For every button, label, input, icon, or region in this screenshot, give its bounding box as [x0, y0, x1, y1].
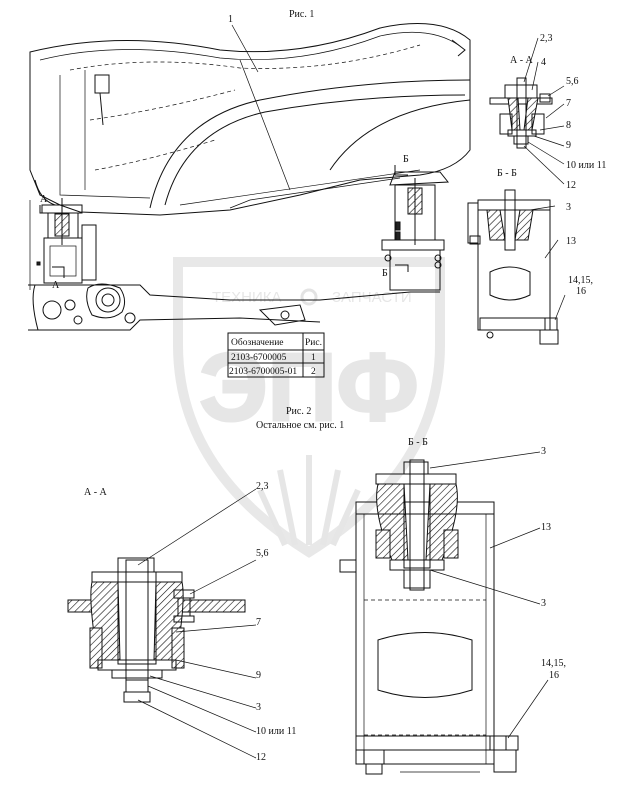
- table-cell-r1c2: 1: [311, 353, 316, 363]
- callout-top-4: 4: [541, 57, 546, 68]
- designation-table: Обозначение Рис. 2103-6700005 1 2103-670…: [227, 332, 325, 378]
- callout-top-7: 7: [566, 98, 571, 109]
- chassis-frame: [28, 283, 440, 331]
- callout-top-1011: 10 или 11: [566, 160, 606, 171]
- watermark-wheat-icon: [257, 455, 361, 547]
- watermark-gear-icon: [300, 288, 318, 306]
- callout-top-13: 13: [566, 236, 576, 247]
- cab-assembly: [29, 23, 471, 216]
- section-aa-large: А - А 2,3 5,6 7 9 3 1: [67, 481, 296, 763]
- callout-bottom-141516a: 14,15,: [541, 658, 566, 669]
- section-bb-large: Б - Б 3 13 3 1: [339, 437, 566, 775]
- figure1-caption: Рис. 1: [289, 9, 314, 20]
- callout-top-12: 12: [566, 180, 576, 191]
- left-support: А А: [29, 194, 97, 291]
- section-bb-small: Б - Б 3 13 14,15, 16: [467, 168, 593, 345]
- callout-bottom-141516b: 16: [549, 670, 559, 681]
- callout-bottom-7: 7: [256, 617, 261, 628]
- callout-top-141516a: 14,15,: [568, 275, 593, 286]
- table-header-designation: Обозначение: [231, 337, 284, 348]
- callout-bottom-12: 12: [256, 752, 266, 763]
- section-marker-b-bottom: Б: [382, 268, 388, 279]
- section-aa-large-title: А - А: [84, 487, 108, 498]
- right-support: Б Б: [381, 154, 449, 291]
- callout-bottom-13: 13: [541, 522, 551, 533]
- callout-top-56: 5,6: [566, 76, 579, 87]
- section-bb-large-title: Б - Б: [408, 437, 428, 448]
- table-header-fig: Рис.: [305, 338, 322, 348]
- table-cell-r2c1: 2103-6700005-01: [229, 367, 297, 377]
- watermark-big-text: ЭПФ: [199, 334, 418, 441]
- watermark: ТЕХНИКА ЗАПЧАСТИ ЭПФ: [173, 257, 445, 558]
- callout-top-23: 2,3: [540, 33, 553, 44]
- section-aa-small: А - А 2,3 4 5,6 7 8 9 10 или 11 12: [489, 33, 606, 191]
- section-marker-a-top: А: [40, 194, 48, 205]
- callout-top-8: 8: [566, 120, 571, 131]
- watermark-shield: [173, 257, 445, 558]
- figure2-note: Остальное см. рис. 1: [256, 420, 344, 431]
- callout-top-9: 9: [566, 140, 571, 151]
- table-cell-r1c1: 2103-6700005: [231, 353, 287, 363]
- section-marker-b-top: Б: [403, 154, 409, 165]
- callout-bottom-3-top: 3: [541, 446, 546, 457]
- callout-top-141516b: 16: [576, 286, 586, 297]
- callout-bottom-1011: 10 или 11: [256, 726, 296, 737]
- watermark-top-left: ТЕХНИКА: [212, 289, 282, 306]
- callout-bottom-23: 2,3: [256, 481, 269, 492]
- figure2-caption: Рис. 2: [286, 406, 311, 417]
- callout-bottom-3: 3: [256, 702, 261, 713]
- callout-bottom-56: 5,6: [256, 548, 269, 559]
- callout-1: 1: [228, 14, 233, 25]
- table-cell-r2c2: 2: [311, 367, 316, 377]
- callout-bottom-9: 9: [256, 670, 261, 681]
- callout-top-3: 3: [566, 202, 571, 213]
- callout-bottom-3-mid: 3: [541, 598, 546, 609]
- section-aa-small-title: А - А: [510, 55, 534, 66]
- section-bb-small-title: Б - Б: [497, 168, 517, 179]
